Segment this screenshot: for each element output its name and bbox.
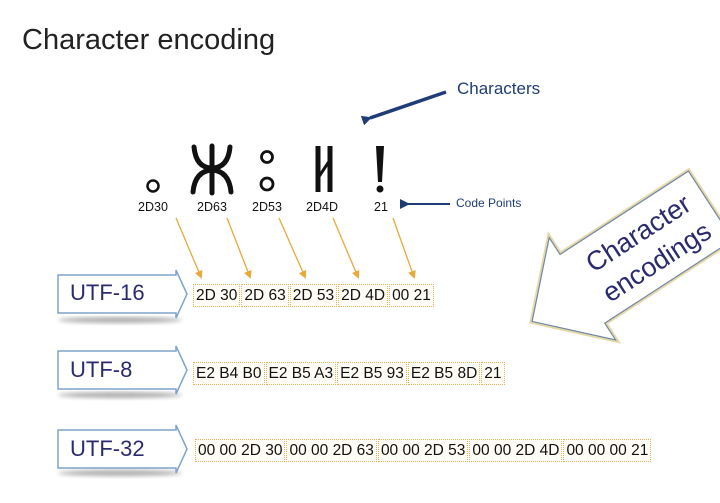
page-title: Character encoding bbox=[22, 24, 276, 56]
byte-group: 00 00 2D 4D bbox=[469, 439, 563, 462]
code-points-label: Code Points bbox=[456, 196, 522, 210]
byte-group: 2D 53 bbox=[289, 284, 338, 307]
byte-group: 2D 30 bbox=[193, 284, 241, 307]
utf8-label-shape bbox=[57, 345, 188, 398]
characters-arrow bbox=[360, 90, 447, 126]
byte-group: E2 B5 A3 bbox=[265, 362, 337, 385]
utf8-bytes: E2 B4 B0 E2 B5 A3 E2 B5 93 E2 B5 8D 21 bbox=[193, 362, 506, 385]
code-point: 21 bbox=[374, 200, 388, 214]
utf16-label-shape bbox=[57, 269, 188, 323]
mapping-arrow bbox=[392, 217, 416, 279]
mapping-arrow bbox=[226, 217, 252, 279]
byte-group: 00 00 00 21 bbox=[563, 439, 652, 462]
exclamation-icon bbox=[376, 146, 384, 193]
characters-label: Characters bbox=[457, 79, 541, 98]
utf32-label-shape bbox=[57, 424, 188, 476]
utf8-label: UTF-8 bbox=[70, 357, 133, 382]
mapping-arrow bbox=[332, 217, 360, 279]
byte-group: 21 bbox=[481, 362, 505, 385]
code-point: 2D63 bbox=[197, 200, 227, 214]
byte-group: 2D 4D bbox=[338, 284, 389, 307]
tifinagh-yal-icon bbox=[315, 146, 333, 192]
utf16-bytes: 2D 30 2D 63 2D 53 2D 4D 00 21 bbox=[193, 284, 435, 307]
tifinagh-yaz-icon bbox=[190, 143, 234, 196]
byte-group: 00 00 2D 63 bbox=[286, 439, 377, 462]
code-point: 2D4D bbox=[306, 200, 338, 214]
byte-group: 00 21 bbox=[389, 284, 434, 307]
utf32-label: UTF-32 bbox=[70, 436, 145, 461]
mapping-arrow bbox=[175, 217, 203, 279]
utf32-bytes: 00 00 2D 30 00 00 2D 63 00 00 2D 53 00 0… bbox=[195, 439, 652, 462]
code-point: 2D53 bbox=[252, 200, 282, 214]
tifinagh-yu-icon bbox=[259, 150, 275, 192]
byte-group: E2 B5 93 bbox=[337, 362, 407, 385]
byte-group: 00 00 2D 53 bbox=[377, 439, 469, 462]
utf16-label: UTF-16 bbox=[70, 280, 145, 305]
byte-group: 00 00 2D 30 bbox=[195, 439, 286, 462]
mapping-arrow bbox=[278, 217, 307, 279]
code-point: 2D30 bbox=[138, 200, 168, 214]
byte-group: E2 B4 B0 bbox=[193, 362, 265, 385]
byte-group: 2D 63 bbox=[241, 284, 289, 307]
mapping-arrows bbox=[175, 217, 416, 279]
byte-group: E2 B5 8D bbox=[407, 362, 481, 385]
tifinagh-ya-icon bbox=[146, 179, 160, 193]
character-encodings-arrow: Character encodings bbox=[529, 167, 720, 344]
